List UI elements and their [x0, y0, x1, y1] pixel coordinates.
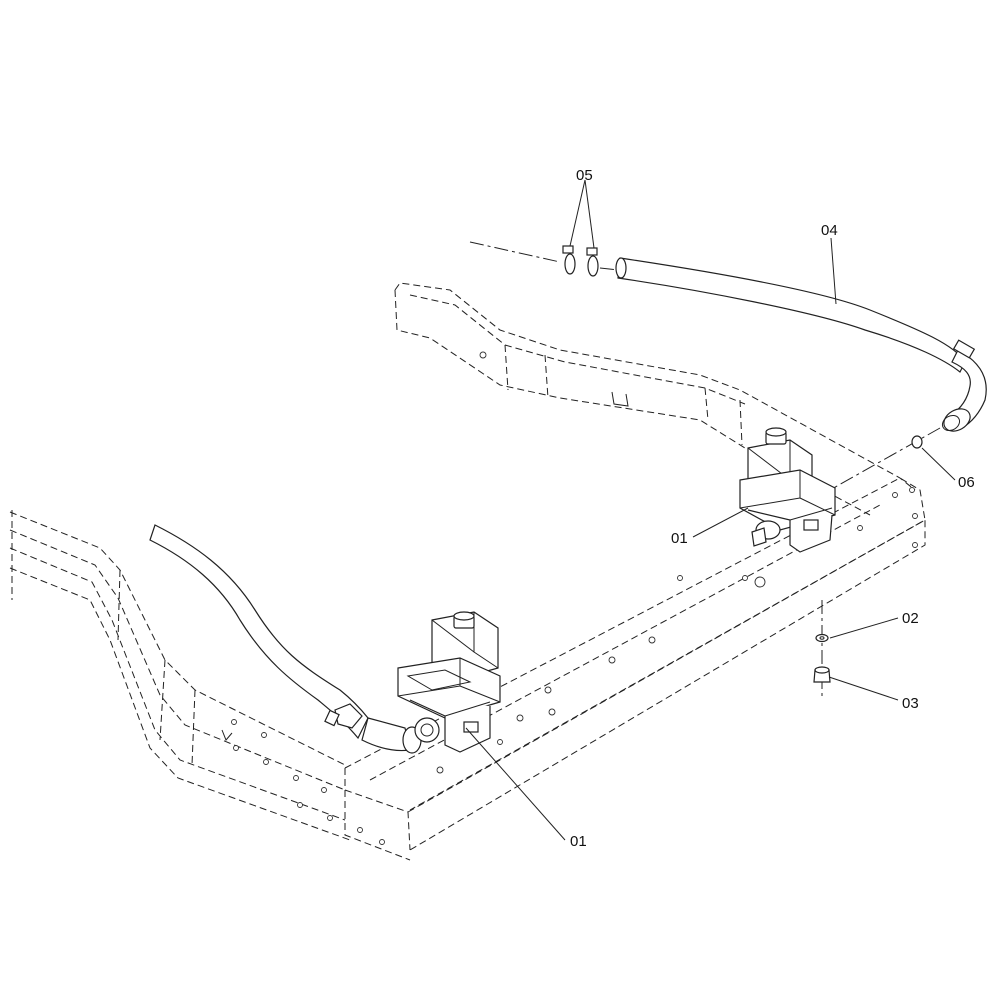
valve-unit-01-rear — [739, 427, 836, 553]
leader-lines — [465, 179, 956, 841]
rear-frame-rail — [394, 282, 916, 516]
washer-02-and-nut-03 — [813, 600, 831, 700]
callout-03: 03 — [902, 695, 919, 712]
callout-01-front: 01 — [570, 833, 587, 850]
callout-labels: 05 04 06 01 02 03 01 — [570, 167, 975, 850]
valve-unit-01-front — [149, 524, 501, 754]
seal-ring-06 — [911, 435, 923, 449]
hose-04 — [469, 241, 987, 491]
callout-01-rear: 01 — [671, 530, 688, 547]
callout-04: 04 — [821, 222, 838, 239]
hose-clamps-05 — [562, 245, 599, 277]
cross-member — [344, 429, 926, 861]
callout-05: 05 — [576, 167, 593, 184]
callout-02: 02 — [902, 610, 919, 627]
callout-06: 06 — [958, 474, 975, 491]
front-frame-rail — [9, 510, 385, 845]
